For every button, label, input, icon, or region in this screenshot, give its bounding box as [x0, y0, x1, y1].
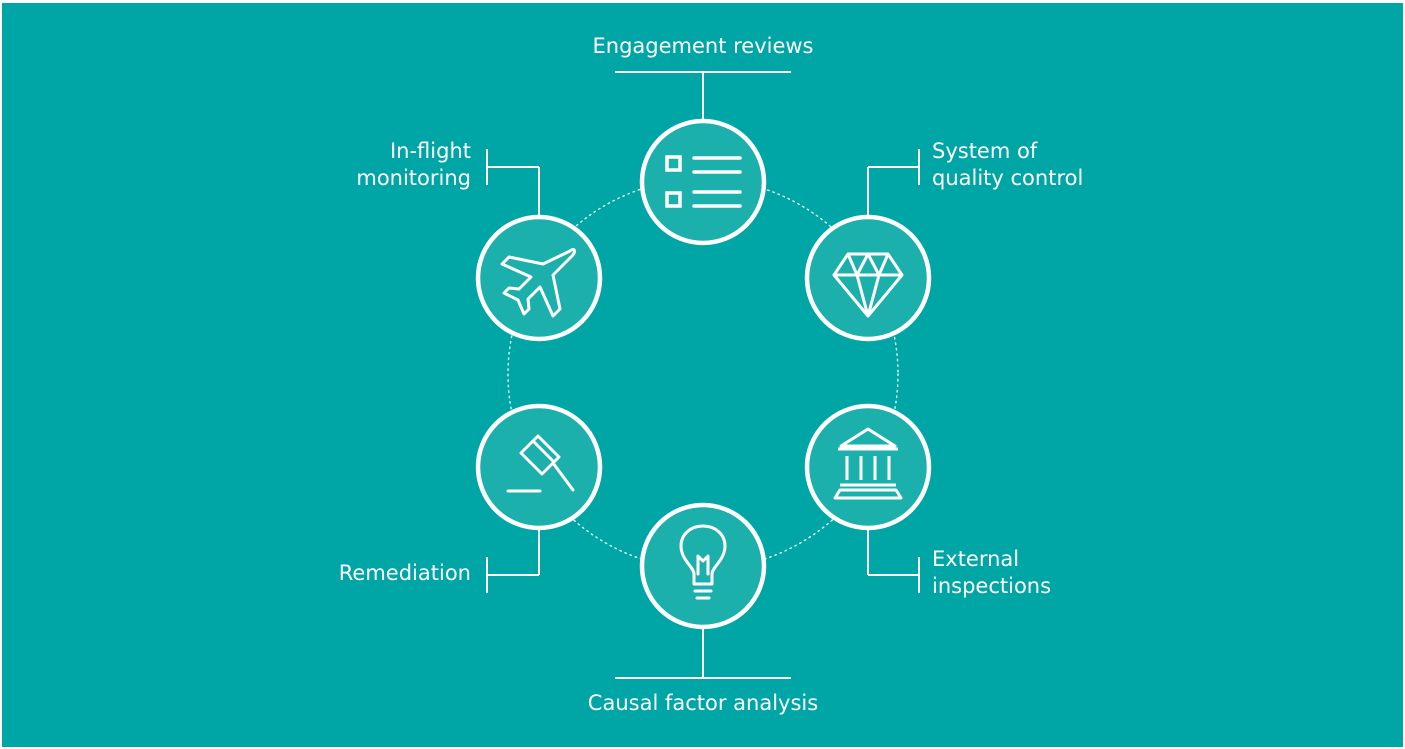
node-engagement-reviews	[639, 118, 767, 246]
node-system-of-quality-control	[804, 214, 932, 342]
connector-system-of-quality-control	[867, 149, 920, 216]
connector-causal-factor-analysis	[615, 628, 791, 679]
node-in-flight-monitoring	[475, 214, 603, 342]
connector-in-flight-monitoring	[486, 149, 540, 216]
label-system-of-quality-control: System of quality control	[932, 139, 1084, 190]
node-causal-factor-analysis	[639, 502, 767, 630]
gavel-icon	[506, 434, 575, 493]
connector-remediation	[486, 530, 540, 593]
diamond-icon	[832, 252, 904, 318]
bank-building-icon	[833, 427, 903, 500]
node-remediation	[475, 403, 603, 531]
label-in-flight-monitoring: In-flight monitoring	[356, 139, 471, 190]
checklist-icon	[665, 155, 742, 208]
node-external-inspections	[804, 403, 932, 531]
connector-external-inspections	[867, 530, 920, 593]
lightbulb-icon	[679, 524, 727, 600]
label-external-inspections: External inspections	[932, 547, 1052, 598]
airplane-icon	[500, 248, 576, 318]
label-causal-factor-analysis: Causal factor analysis	[587, 691, 819, 715]
label-engagement-reviews: Engagement reviews	[592, 34, 814, 58]
label-remediation: Remediation	[338, 561, 471, 585]
connector-engagement-reviews	[615, 71, 791, 120]
